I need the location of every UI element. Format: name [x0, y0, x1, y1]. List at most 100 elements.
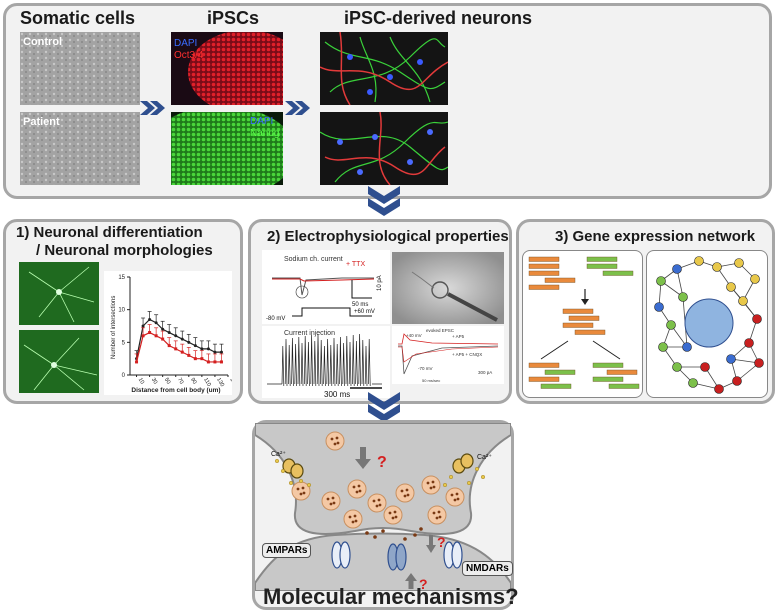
neurotransmitter-dot — [296, 487, 300, 491]
calcium-ion — [474, 467, 479, 472]
spike — [291, 337, 294, 387]
data-point — [193, 344, 197, 348]
spike — [281, 345, 285, 387]
data-point — [180, 350, 184, 354]
neurotransmitter-dot — [403, 494, 407, 498]
calcium-ion — [289, 481, 294, 486]
current-injection-label: Current injection — [284, 330, 335, 337]
neurotransmitter-dot — [299, 492, 303, 496]
neurotransmitter-dot — [372, 499, 376, 503]
nmdars-label: NMDARs — [462, 561, 513, 576]
neurotransmitter-dot — [335, 436, 339, 440]
nanog-label: Nanog — [250, 128, 280, 139]
data-point — [187, 340, 191, 344]
sodium-label: Sodium ch. current — [284, 256, 343, 263]
neurotransmitter-dot — [393, 510, 397, 514]
spike — [307, 341, 310, 387]
neuron-morphology-image-bottom — [19, 330, 99, 393]
panel3-title: 3) Gene expression network — [555, 228, 756, 245]
x-tick-label: 10 — [137, 377, 145, 385]
epsc-trace: evoked EPSC +40 mV + AP5 + AP5 + CNQX -7… — [392, 326, 504, 384]
neurotransmitter-dot — [353, 514, 357, 518]
data-point — [200, 347, 204, 351]
receptor-nmdar — [443, 541, 463, 569]
morphology-texture-bottom — [23, 337, 98, 391]
dapi-label-top: DAPI — [174, 38, 198, 49]
synaptic-vesicle — [367, 493, 387, 513]
arrow-down-icon — [581, 299, 589, 305]
gene-bar — [568, 315, 600, 321]
aps-cnqx-label: + AP5 + CNQX — [452, 352, 482, 357]
question-mark-bottom: ? — [419, 576, 428, 591]
calcium-ion — [307, 483, 312, 488]
neurotransmitter-dot — [394, 515, 398, 519]
network-node — [688, 378, 698, 388]
gene-bar — [528, 270, 560, 276]
neurotransmitter-dot — [450, 493, 454, 497]
network-node — [712, 262, 722, 272]
somatic-control-image — [20, 32, 140, 105]
spike — [355, 340, 358, 387]
network-node — [714, 384, 724, 394]
data-point — [213, 350, 217, 354]
scale-pa-label: 10 pA — [377, 275, 383, 291]
calcium-ion — [299, 479, 304, 484]
network-node — [726, 354, 736, 364]
cleft-dot — [381, 529, 385, 533]
neurotransmitter-dot — [432, 485, 436, 489]
network-node — [654, 302, 664, 312]
neurotransmitter-dot — [326, 497, 330, 501]
neurotransmitter-dot — [333, 442, 337, 446]
network-node — [726, 282, 736, 292]
data-point — [135, 360, 139, 364]
gene-bar — [540, 383, 572, 389]
scale-50ms-label: 50 ms/sec — [422, 378, 440, 383]
spike — [284, 338, 288, 387]
neurons-image-top — [320, 32, 448, 105]
receptor-ampar-1 — [331, 541, 351, 569]
neurotransmitter-dot — [438, 515, 442, 519]
data-point — [161, 327, 165, 331]
question-mark-mid: ? — [437, 534, 446, 550]
data-point — [206, 347, 210, 351]
gene-bar — [592, 376, 624, 382]
network-node — [658, 342, 668, 352]
spike — [352, 334, 355, 387]
cleft-dot — [403, 537, 407, 541]
ipscs-title: iPSCs — [207, 8, 260, 28]
data-point — [161, 337, 165, 341]
panel1-title-line2: / Neuronal morphologies — [36, 242, 213, 259]
ca-right-label: Ca²⁺ — [477, 454, 492, 461]
calcium-channel-right — [452, 453, 474, 474]
data-point — [219, 350, 223, 354]
scale-300ms-label: 300 ms — [324, 390, 350, 398]
spike — [332, 337, 336, 387]
chevron-right-icon — [285, 101, 300, 115]
spike — [358, 333, 361, 387]
neurons-texture-bottom — [320, 112, 448, 185]
chart-axes — [129, 277, 228, 376]
network-node — [734, 258, 744, 268]
chevron-down-icon — [368, 186, 400, 204]
scale-300pa-label: 300 pA — [478, 370, 492, 375]
neurotransmitter-dot — [453, 498, 457, 502]
x-tick-label: 70 — [176, 377, 184, 385]
gene-bar — [592, 362, 624, 368]
neurotransmitter-dot — [332, 501, 336, 505]
gene-bar — [562, 308, 594, 314]
minus70-label: -70 mV — [418, 366, 433, 371]
x-tick-label: 90 — [189, 377, 197, 385]
calcium-ion — [442, 483, 447, 488]
panel1-title-line1: 1) Neuronal differentiation — [16, 224, 203, 241]
data-point — [193, 357, 197, 361]
network-node — [672, 362, 682, 372]
neurotransmitter-dot — [331, 496, 335, 500]
spike — [361, 339, 365, 387]
gene-bar — [586, 256, 618, 262]
data-point — [148, 331, 152, 335]
patch-micrograph — [392, 252, 504, 324]
x-tick-label: 30 — [150, 377, 158, 385]
arrow-somatic-to-ipsc — [140, 101, 165, 115]
data-point — [174, 334, 178, 338]
